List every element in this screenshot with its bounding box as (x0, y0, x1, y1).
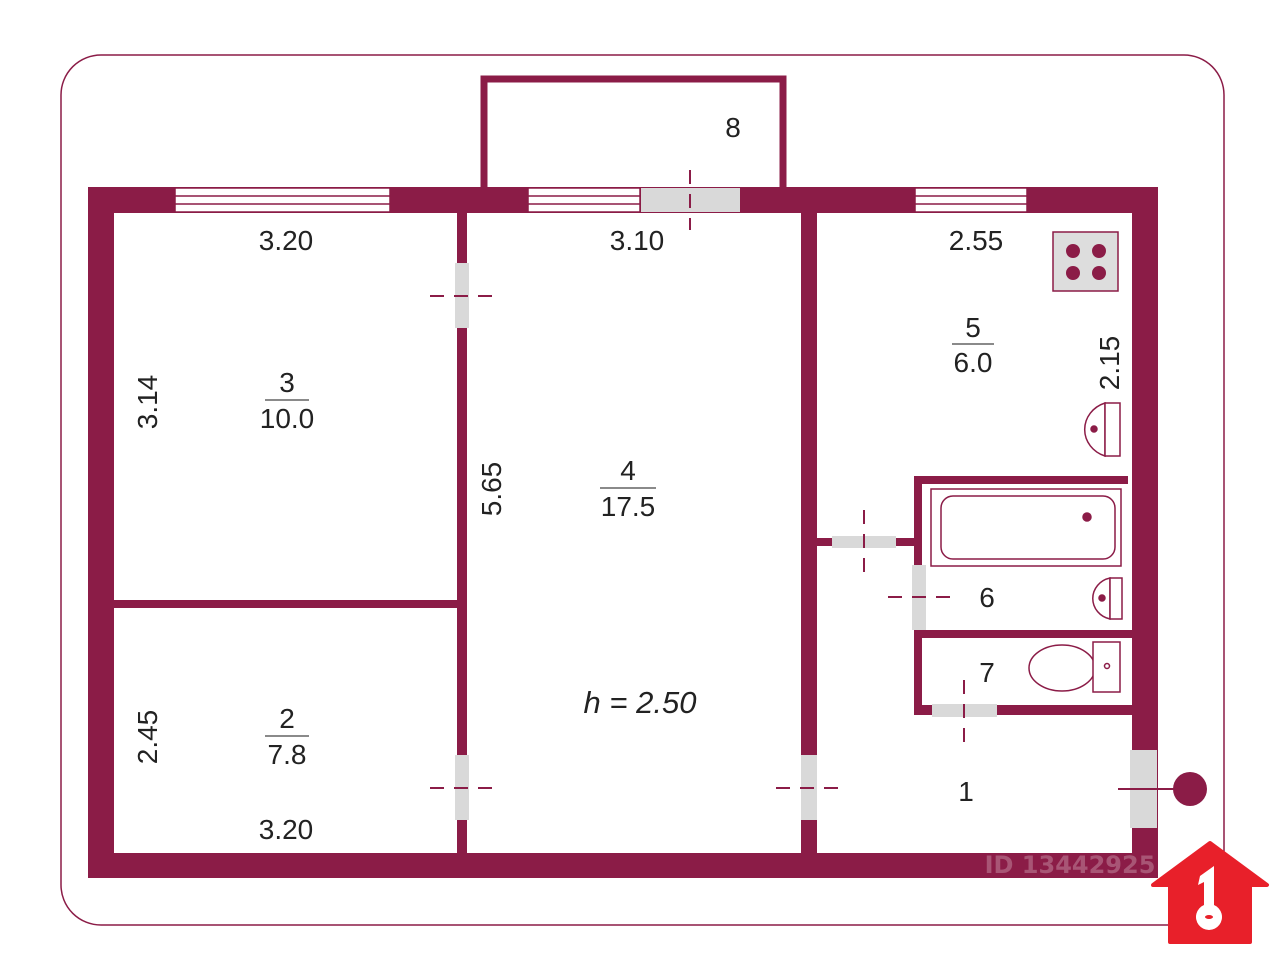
room-3-area: 10.0 (260, 403, 315, 434)
room-8-number: 8 (725, 112, 741, 143)
dim-room5-width: 2.55 (949, 225, 1004, 256)
stove-icon (1052, 231, 1119, 292)
dim-room3-width: 3.20 (259, 225, 314, 256)
washbasin-icon (1092, 577, 1123, 620)
room-2-number: 2 (279, 703, 295, 734)
windows (174, 187, 1028, 213)
entrance-marker (1173, 772, 1207, 806)
ceiling-height: h = 2.50 (584, 685, 697, 720)
room-4-number: 4 (620, 455, 636, 486)
room-3-number: 3 (279, 367, 295, 398)
bathtub-icon (930, 488, 1122, 567)
plot-boundary (60, 54, 1225, 926)
dim-room4-width: 3.10 (610, 225, 665, 256)
dim-room4-length: 5.65 (476, 462, 507, 517)
dim-room2-width: 3.20 (259, 814, 314, 845)
sink-icon (1084, 401, 1121, 458)
room-6-number: 6 (979, 582, 995, 613)
room-4-area: 17.5 (601, 491, 656, 522)
room-5-number: 5 (965, 312, 981, 343)
dim-room2-height: 2.45 (132, 710, 163, 765)
window (914, 187, 1028, 213)
room-5-area: 6.0 (954, 347, 993, 378)
door-marks (430, 170, 1175, 790)
dim-room3-height: 3.14 (132, 375, 163, 430)
room-1-number: 1 (958, 776, 974, 807)
watermark-id: ID 13442925 (985, 851, 1156, 879)
window (174, 187, 391, 213)
window (527, 187, 641, 213)
toilet-icon (1028, 641, 1121, 693)
dim-room5-length: 2.15 (1094, 336, 1125, 391)
room-7-number: 7 (979, 657, 995, 688)
room-2-area: 7.8 (268, 739, 307, 770)
house-key-icon (1151, 841, 1269, 944)
